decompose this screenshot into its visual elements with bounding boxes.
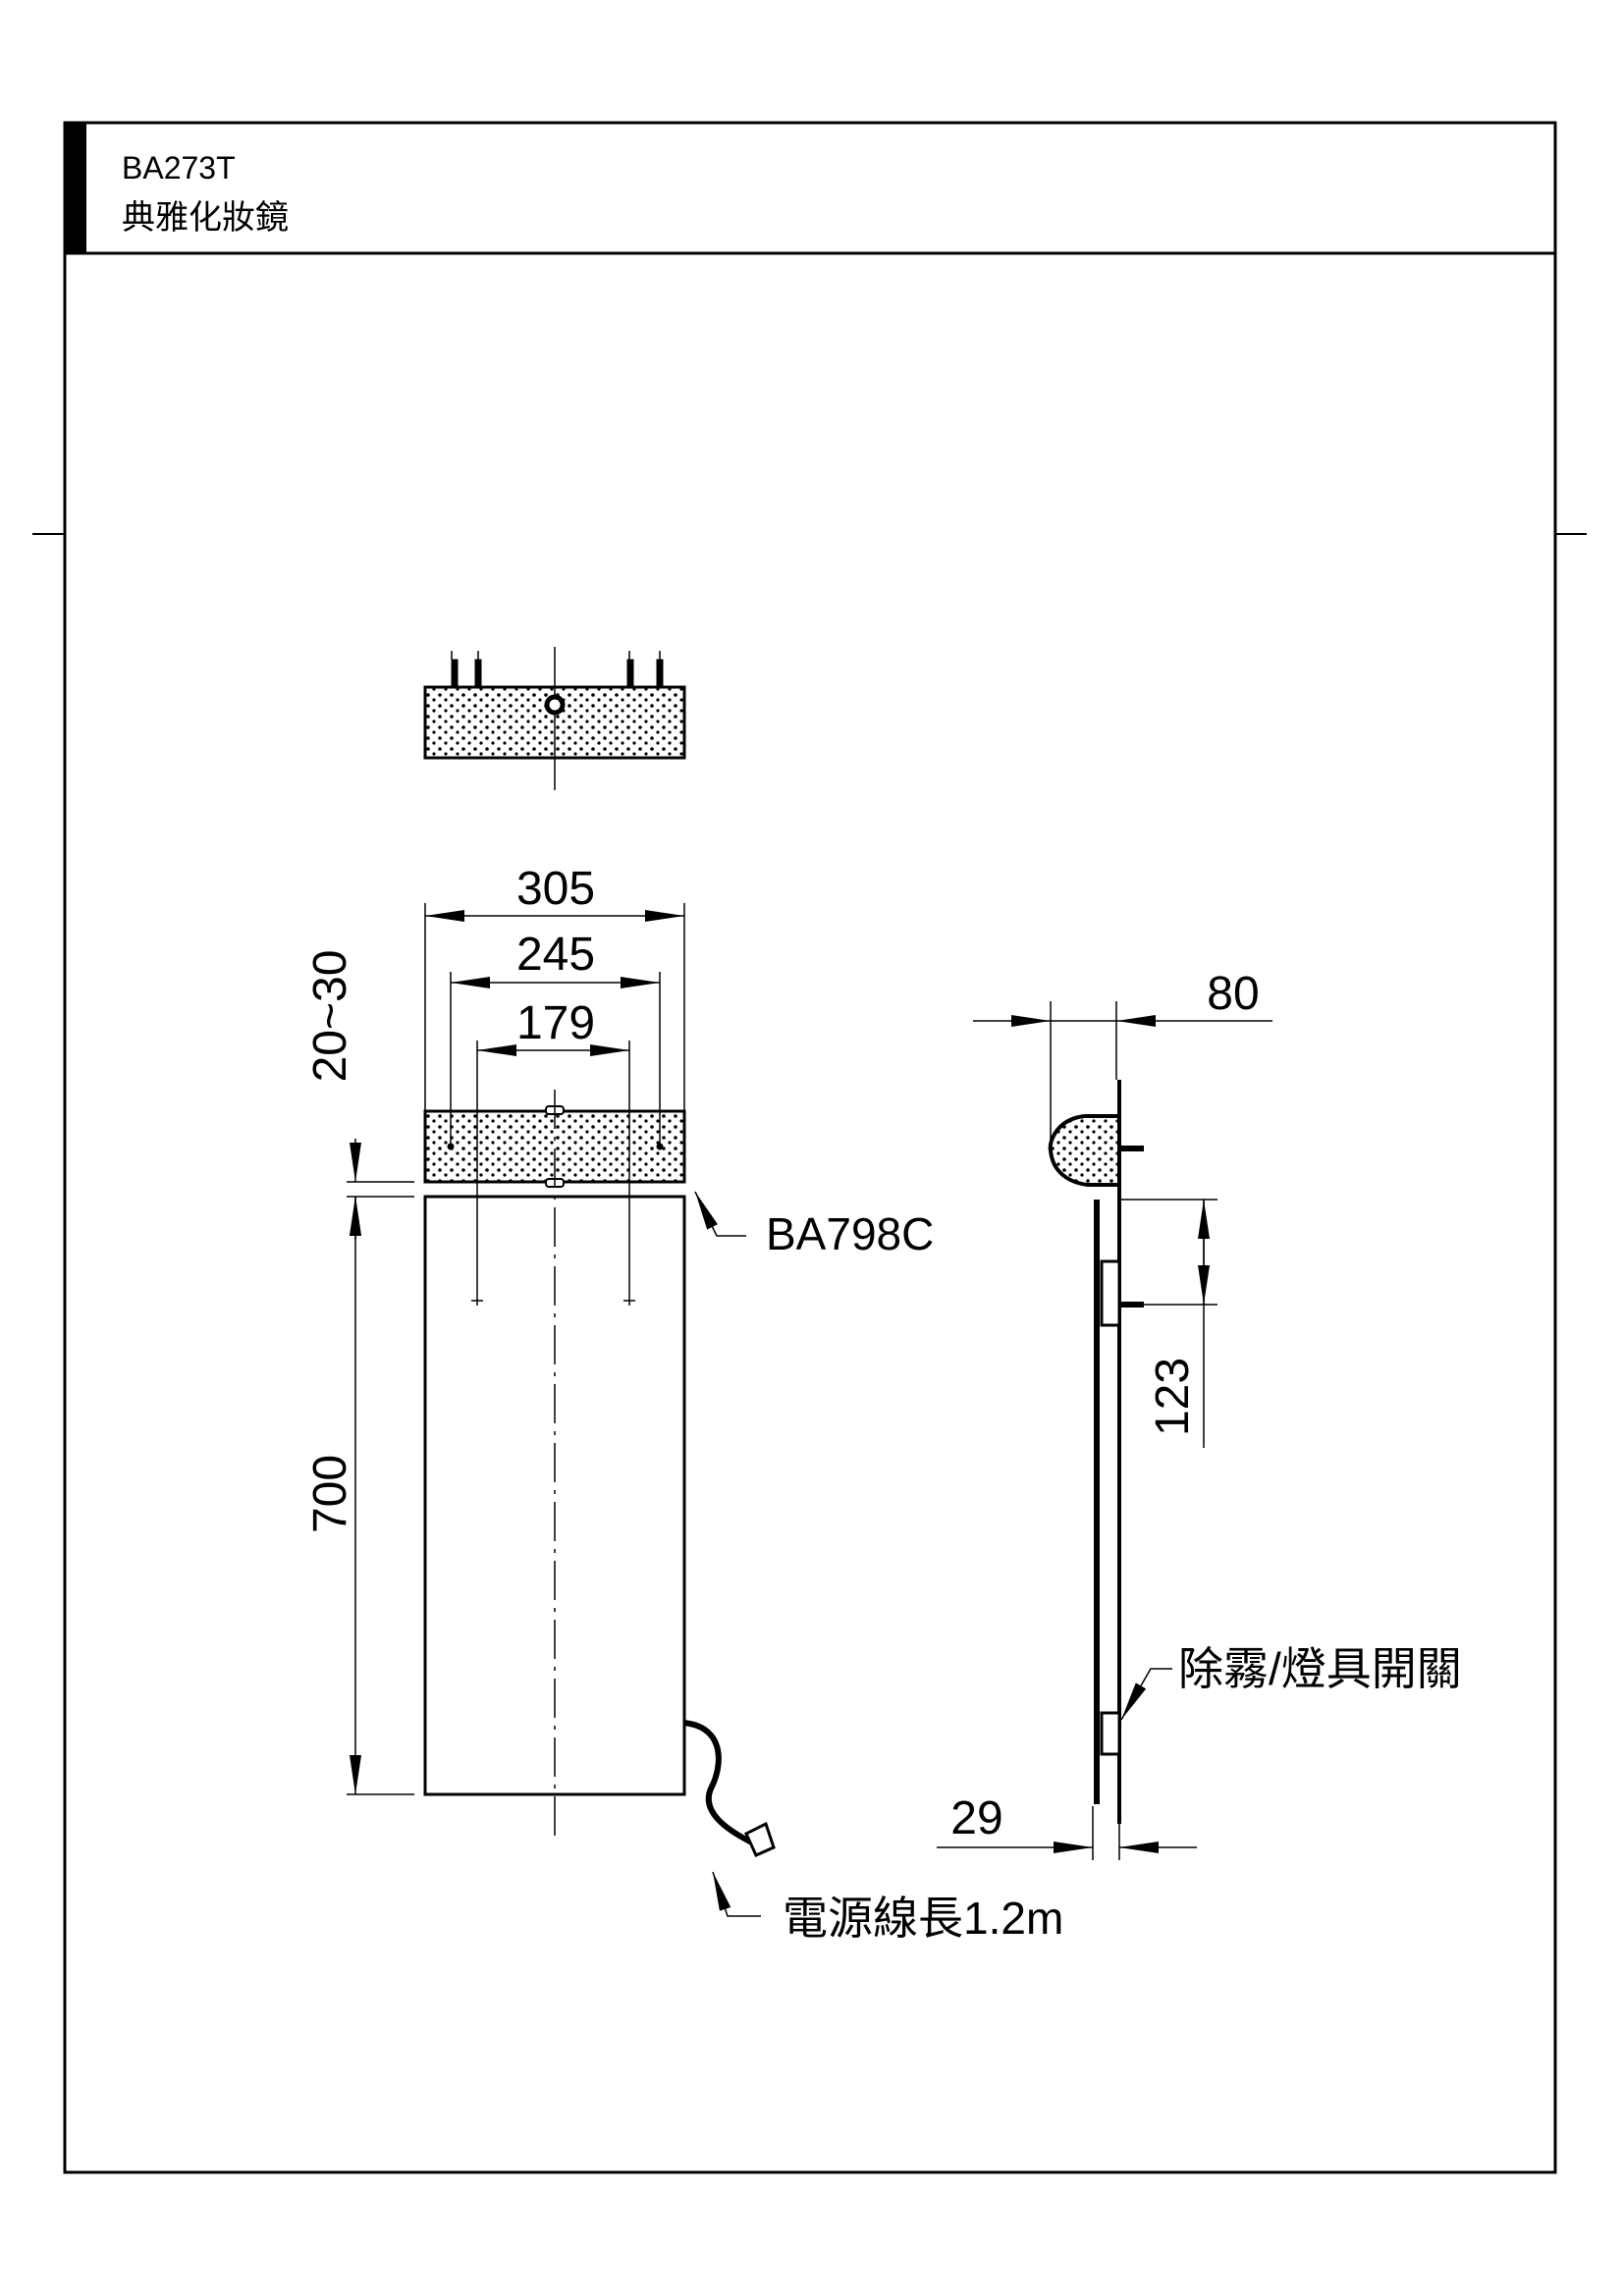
dim-overall-width: 305 <box>516 863 595 915</box>
model-number: BA273T <box>122 150 236 186</box>
dim-hole-spacing: 179 <box>516 997 595 1049</box>
side-view <box>937 1001 1272 1860</box>
switch-label: 除霧/燈具開關 <box>1178 1643 1462 1694</box>
dim-mount-offset: 123 <box>1147 1358 1199 1436</box>
dim-bracket-width: 245 <box>516 929 595 981</box>
switch <box>1100 1711 1121 1756</box>
power-cord <box>683 1720 760 1848</box>
dim-mirror-depth: 29 <box>950 1792 1002 1844</box>
dim-height: 700 <box>304 1455 356 1533</box>
front-view <box>423 1090 776 1917</box>
top-view <box>423 647 686 790</box>
product-name: 典雅化妝鏡 <box>122 199 289 237</box>
title-bar-marker <box>65 123 86 253</box>
plug <box>744 1821 776 1857</box>
dim-bracket-depth: 80 <box>1207 968 1259 1020</box>
dim-gap: 20~30 <box>304 950 356 1083</box>
power-cord-label: 電源線長1.2m <box>783 1893 1063 1944</box>
title-frame <box>32 121 1587 2174</box>
front-dimensions <box>347 903 685 1795</box>
bracket-label: BA798C <box>766 1208 934 1259</box>
